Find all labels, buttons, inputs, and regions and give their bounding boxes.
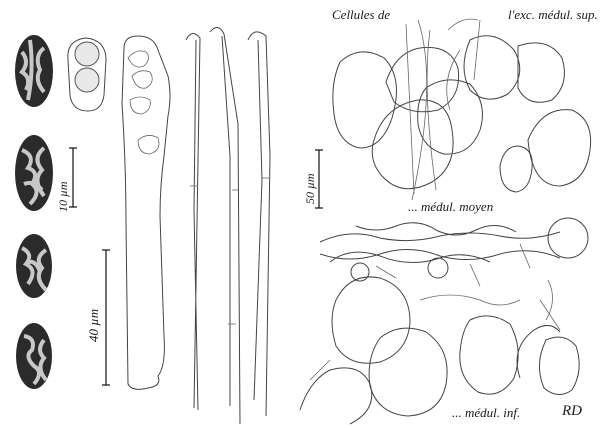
cells-prefix-label: Cellules de bbox=[332, 7, 391, 22]
elements-scale-bar bbox=[102, 249, 110, 386]
cystidium-with-inclusions bbox=[121, 35, 171, 390]
cell-with-two-spores bbox=[67, 37, 107, 112]
lower-medulla-label: ... médul. inf. bbox=[452, 405, 521, 420]
spore-scale-label: 10 µm bbox=[56, 181, 70, 212]
upper-medulla-cells bbox=[332, 18, 592, 201]
hyphae bbox=[185, 27, 271, 425]
author-initials: RD bbox=[562, 403, 582, 419]
spore-scale-bar bbox=[69, 147, 77, 208]
cells-scale-bar bbox=[315, 149, 323, 209]
cells-scale-label: 50 µm bbox=[303, 173, 317, 204]
elements-scale-label: 40 µm bbox=[86, 308, 101, 342]
spore-3 bbox=[16, 234, 52, 298]
lower-medulla-cells bbox=[299, 276, 580, 425]
middle-medulla-hyphae bbox=[319, 217, 589, 287]
spore-1 bbox=[15, 35, 53, 107]
spore-4 bbox=[16, 323, 52, 389]
middle-medulla-label: ... médul. moyen bbox=[408, 199, 494, 214]
spore-2 bbox=[15, 135, 53, 211]
upper-medulla-label: l'exc. médul. sup. bbox=[508, 7, 598, 22]
